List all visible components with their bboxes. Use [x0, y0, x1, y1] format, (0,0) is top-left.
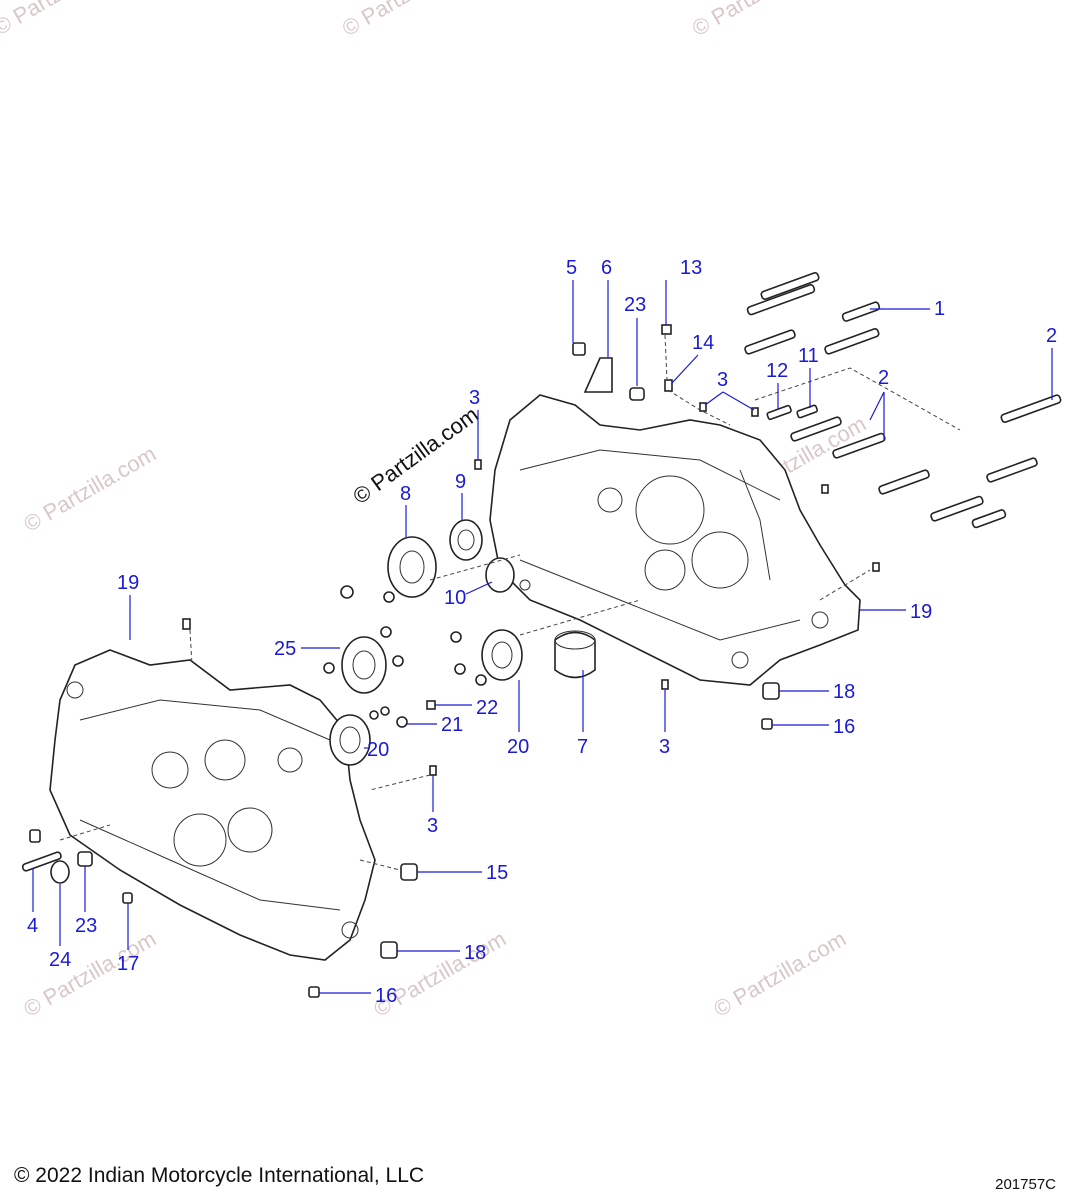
- callout-15: 15: [486, 862, 508, 884]
- watermark-text: © Partzilla.com: [0, 0, 130, 40]
- callout-18: 18: [464, 942, 486, 964]
- callout-20: 20: [367, 739, 389, 761]
- plug-15: [400, 863, 418, 881]
- callouts: 1 2 2 3 3 3 3 4 5 6 7 8 9 10 11 12 13 14: [27, 257, 1057, 1007]
- callout-17: 17: [117, 953, 139, 975]
- callout-16: 16: [375, 985, 397, 1007]
- bearings: [329, 519, 596, 766]
- pin-14: [664, 379, 673, 392]
- callout-3: 3: [469, 387, 480, 409]
- callout-25: 25: [274, 638, 296, 660]
- small-hardware: [21, 324, 880, 998]
- dowel-3b: [429, 765, 437, 776]
- watermark-text: © Partzilla.com: [709, 926, 850, 1022]
- callout-9: 9: [455, 471, 466, 493]
- callout-3: 3: [427, 815, 438, 837]
- watermark-text: © Partzilla.com: [369, 926, 510, 1022]
- callout-3: 3: [659, 736, 670, 758]
- callout-24: 24: [49, 949, 71, 971]
- callout-4: 4: [27, 915, 38, 937]
- bearing-25: [341, 636, 387, 694]
- callout-23: 23: [624, 294, 646, 316]
- callout-21: 21: [441, 714, 463, 736]
- bracket-6: [583, 357, 613, 393]
- pin-17: [122, 892, 133, 904]
- assembly-lines: [59, 334, 961, 871]
- callout-22: 22: [476, 697, 498, 719]
- plug-13: [661, 324, 672, 335]
- callout-13: 13: [680, 257, 702, 279]
- callout-5: 5: [566, 257, 577, 279]
- callout-11: 11: [798, 345, 819, 367]
- callout-1: 1: [934, 298, 945, 320]
- bearing-8: [387, 536, 437, 598]
- callout-10: 10: [444, 587, 466, 609]
- bearing-9: [449, 519, 483, 561]
- callout-16: 16: [833, 716, 855, 738]
- callout-19: 19: [117, 572, 139, 594]
- callout-14: 14: [692, 332, 714, 354]
- callout-18: 18: [833, 681, 855, 703]
- callout-2: 2: [878, 367, 889, 389]
- figure-id: 201757C: [995, 1176, 1056, 1193]
- callout-8: 8: [400, 483, 411, 505]
- watermark-text: © Partzilla.com: [688, 0, 829, 41]
- watermark-text: © Partzilla.com: [19, 441, 160, 537]
- plug-16-right: [761, 718, 773, 730]
- bolt-4: [21, 851, 62, 872]
- dowel-left: [29, 829, 41, 843]
- callout-20: 20: [507, 736, 529, 758]
- callout-12: 12: [766, 360, 788, 382]
- needle-bearing-10: [485, 557, 515, 593]
- plug-16-left: [308, 986, 320, 998]
- plug-18-right: [762, 682, 780, 700]
- callout-6: 6: [601, 257, 612, 279]
- callout-7: 7: [577, 736, 588, 758]
- right-crankcase-half: [489, 394, 861, 686]
- bearing-20-right: [481, 629, 523, 681]
- dowel-19-left: [182, 618, 191, 630]
- dowel-3e: [751, 407, 759, 417]
- dowel-23-top: [629, 387, 645, 401]
- sleeve-7: [554, 631, 596, 679]
- seal-24: [50, 860, 70, 884]
- bolts: [744, 272, 1062, 529]
- callout-23: 23: [75, 915, 97, 937]
- dowel-3d: [699, 402, 707, 412]
- bearing-20-left: [329, 714, 371, 766]
- callout-2: 2: [1046, 325, 1057, 347]
- dowel-3c: [661, 679, 669, 690]
- dowel-23-left: [77, 851, 93, 867]
- screw-5: [572, 342, 586, 356]
- left-crankcase-half: [49, 649, 376, 961]
- callout-3: 3: [717, 369, 728, 391]
- copyright-notice: © 2022 Indian Motorcycle International, …: [14, 1164, 425, 1187]
- callout-19: 19: [910, 601, 932, 623]
- watermark-text: © Partzilla.com: [338, 0, 479, 41]
- dowel-3a: [474, 459, 482, 470]
- plug-18-left: [380, 941, 398, 959]
